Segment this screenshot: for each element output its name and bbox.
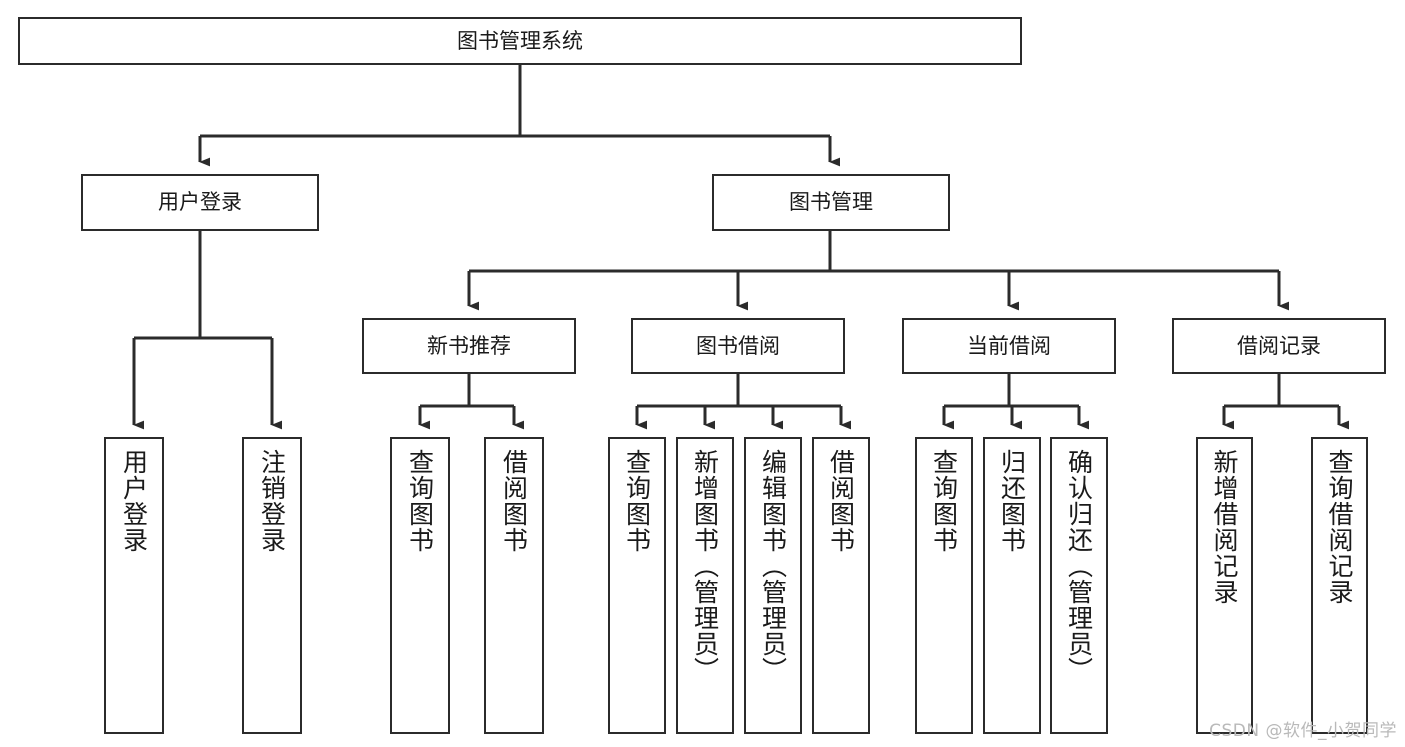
node-leaf-borrow-book-2-label: 借阅图书 (826, 449, 856, 553)
node-new-book-recommend[interactable]: 新书推荐 (362, 318, 576, 374)
node-leaf-query-borrow-record[interactable]: 查询借阅记录 (1311, 437, 1368, 734)
node-leaf-user-login-label: 用户登录 (119, 449, 149, 553)
node-leaf-query-borrow-record-label: 查询借阅记录 (1325, 449, 1354, 605)
node-root-label: 图书管理系统 (457, 28, 583, 53)
node-user-login-label: 用户登录 (158, 190, 242, 215)
node-leaf-add-book-admin-label: 新增图书（管理员） (690, 449, 720, 683)
node-leaf-query-book-1-label: 查询图书 (405, 449, 435, 553)
node-leaf-return-book[interactable]: 归还图书 (983, 437, 1041, 734)
node-leaf-borrow-book-2[interactable]: 借阅图书 (812, 437, 870, 734)
node-leaf-query-book-3-label: 查询图书 (929, 449, 959, 553)
node-leaf-query-book-1[interactable]: 查询图书 (390, 437, 450, 734)
node-leaf-add-book-admin[interactable]: 新增图书（管理员） (676, 437, 734, 734)
node-leaf-edit-book-admin[interactable]: 编辑图书（管理员） (744, 437, 802, 734)
node-book-manage[interactable]: 图书管理 (712, 174, 950, 231)
node-current-borrow-label: 当前借阅 (967, 333, 1051, 358)
node-leaf-logout[interactable]: 注销登录 (242, 437, 302, 734)
node-leaf-add-borrow-record-label: 新增借阅记录 (1210, 449, 1239, 605)
node-leaf-query-book-2-label: 查询图书 (622, 449, 652, 553)
node-book-borrow-label: 图书借阅 (696, 333, 780, 358)
node-leaf-query-book-3[interactable]: 查询图书 (915, 437, 973, 734)
node-leaf-add-borrow-record[interactable]: 新增借阅记录 (1196, 437, 1253, 734)
node-leaf-borrow-book-1-label: 借阅图书 (499, 449, 529, 553)
node-leaf-borrow-book-1[interactable]: 借阅图书 (484, 437, 544, 734)
watermark: CSDN @软件_小贺同学 (1209, 721, 1397, 741)
node-book-manage-label: 图书管理 (789, 190, 873, 215)
node-new-book-recommend-label: 新书推荐 (427, 333, 511, 358)
node-borrow-record-label: 借阅记录 (1237, 333, 1321, 358)
node-current-borrow[interactable]: 当前借阅 (902, 318, 1116, 374)
node-leaf-edit-book-admin-label: 编辑图书（管理员） (758, 449, 788, 683)
node-borrow-record[interactable]: 借阅记录 (1172, 318, 1386, 374)
node-leaf-logout-label: 注销登录 (257, 449, 287, 553)
node-leaf-query-book-2[interactable]: 查询图书 (608, 437, 666, 734)
node-leaf-user-login[interactable]: 用户登录 (104, 437, 164, 734)
node-user-login[interactable]: 用户登录 (81, 174, 319, 231)
node-leaf-confirm-return-admin-label: 确认归还（管理员） (1064, 449, 1094, 683)
node-leaf-return-book-label: 归还图书 (997, 449, 1027, 553)
node-root[interactable]: 图书管理系统 (18, 17, 1022, 65)
node-book-borrow[interactable]: 图书借阅 (631, 318, 845, 374)
node-leaf-confirm-return-admin[interactable]: 确认归还（管理员） (1050, 437, 1108, 734)
